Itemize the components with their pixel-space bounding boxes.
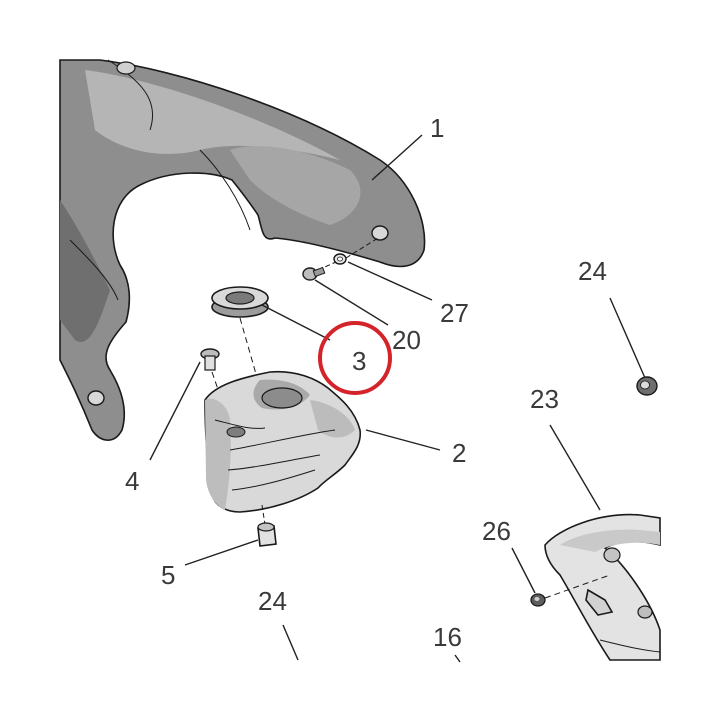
part-23-bracket <box>544 513 661 661</box>
callout-16: 16 <box>433 622 462 652</box>
callout-23: 23 <box>530 384 559 414</box>
callout-24-right: 24 <box>578 256 607 286</box>
callout-1: 1 <box>430 113 444 143</box>
part-2-housing <box>204 370 362 513</box>
callout-24-bottom: 24 <box>258 586 287 616</box>
part-26-nut <box>530 593 546 607</box>
callout-20: 20 <box>392 325 421 355</box>
mount-hole-icon <box>116 61 136 75</box>
part-20-screw <box>302 261 337 281</box>
callout-26: 26 <box>482 516 511 546</box>
bolt-hole-icon <box>371 225 389 241</box>
callout-4: 4 <box>125 466 139 496</box>
part-24-nut-right <box>636 376 658 396</box>
part-5-spacer <box>257 504 277 547</box>
highlight-circle <box>318 321 392 395</box>
callout-5: 5 <box>161 560 175 590</box>
callout-3: 3 <box>352 346 366 376</box>
callout-labels: 1 2 3 4 5 16 20 23 24 24 26 27 <box>125 113 607 652</box>
callout-27: 27 <box>440 298 469 328</box>
callout-2: 2 <box>452 438 466 468</box>
part-27-washer <box>333 237 379 265</box>
part-3-grommet <box>211 286 269 396</box>
bolt-hole-icon <box>87 390 105 406</box>
part-1-body-panel <box>59 59 426 441</box>
leader-lines <box>149 134 646 663</box>
